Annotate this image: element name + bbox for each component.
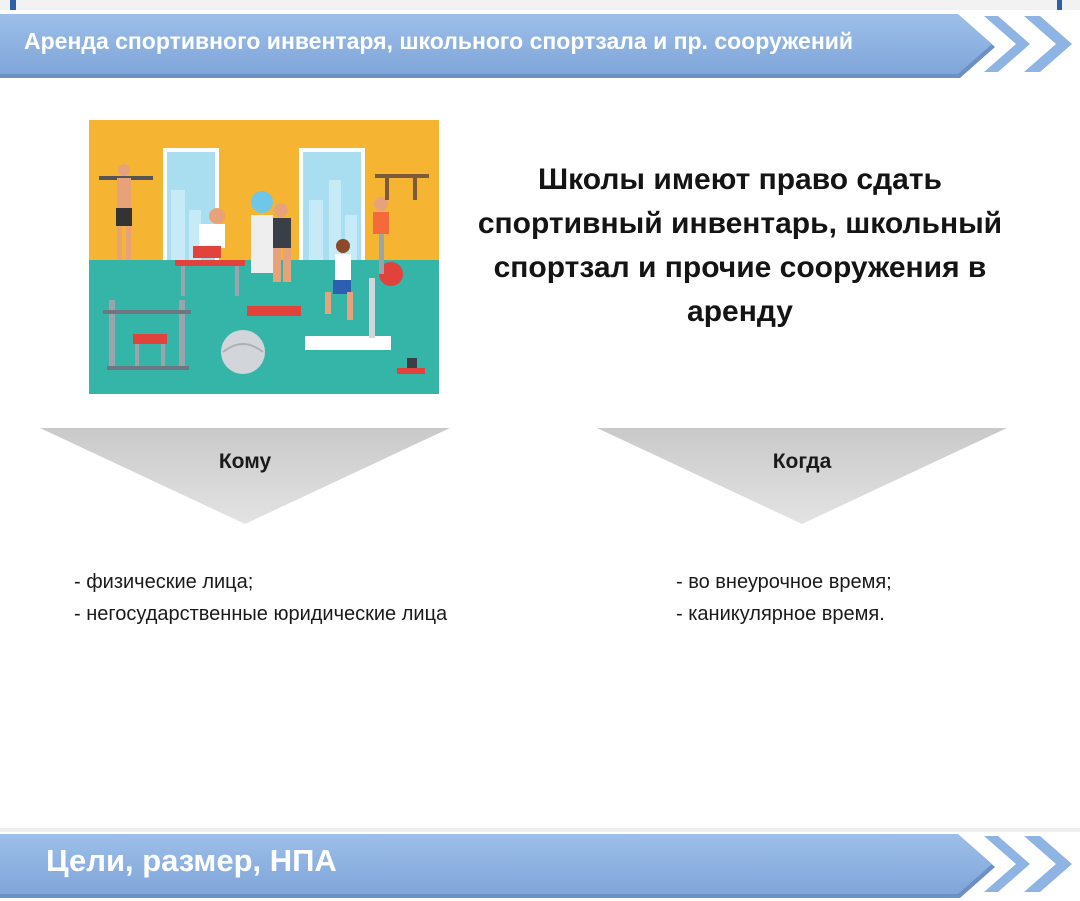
header-title: Аренда спортивного инвентаря, школьного …: [24, 28, 853, 54]
header-banner-shape: [0, 14, 1072, 78]
who-chevron-shape: [40, 428, 450, 524]
top-left-accent: [10, 0, 16, 10]
list-item: - во внеурочное время;: [676, 571, 892, 593]
top-right-accent: [1057, 0, 1062, 10]
who-list: - физические лица; - негосударственные ю…: [74, 566, 454, 630]
when-chevron: Когда: [597, 428, 1007, 524]
who-label: Кому: [218, 450, 272, 473]
who-chevron: Кому: [40, 428, 450, 524]
when-list: - во внеурочное время; - каникулярное вр…: [676, 566, 1036, 630]
list-item: - физические лица;: [74, 571, 254, 593]
when-chevron-shape: [597, 428, 1007, 524]
gym-illustration: [89, 120, 439, 394]
top-strip: [0, 0, 1080, 10]
when-label: Когда: [772, 450, 832, 473]
list-item: - негосударственные юридические лица: [74, 603, 448, 625]
lead-text: Школы имеют право сдать спортивный инвен…: [477, 163, 1003, 328]
footer-banner[interactable]: Цели, размер, НПА: [0, 828, 1080, 898]
header-banner: Аренда спортивного инвентаря, школьного …: [0, 12, 1080, 78]
footer-banner-shape: [0, 828, 1080, 898]
list-item: - каникулярное время.: [676, 603, 885, 625]
footer-title: Цели, размер, НПА: [46, 843, 337, 878]
